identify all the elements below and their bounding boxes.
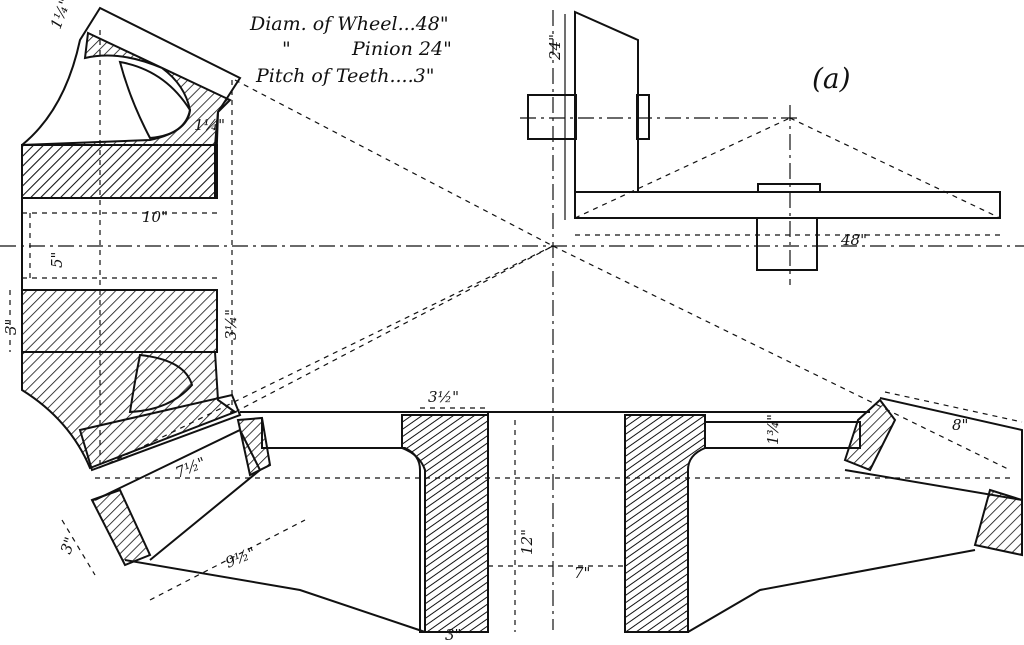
dim-pinion-top: 1¼" — [47, 0, 75, 31]
dim-12: 12" — [518, 529, 536, 555]
spec-line-pitch: Pitch of Teeth....3" — [255, 65, 434, 87]
dim-3-tooth: 3" — [57, 535, 80, 557]
dim-48: 48" — [840, 231, 867, 249]
dim-1-three-quarter: 1¾" — [764, 414, 782, 445]
dim-3-pinion: 3" — [2, 319, 20, 335]
dimension-labels: 1¼" 1¼" 10" 5" 3" 3¼" 3½" 1¾" 8" 12" 7" … — [2, 0, 968, 644]
dim-5: 5" — [48, 252, 66, 268]
dim-24: 24" — [546, 34, 564, 61]
figure-label: (a) — [812, 62, 851, 95]
diagram-a: (a) 48" 24" — [520, 10, 1001, 285]
dim-7: 7" — [574, 564, 590, 582]
spec-ditto: " — [282, 38, 291, 60]
spec-block: Diam. of Wheel...48" " Pinion 24" Pitch … — [249, 13, 452, 87]
dimension-lines — [9, 213, 1023, 633]
dim-3-hub: 3" — [445, 626, 461, 644]
dim-9-half: 9½" — [223, 543, 258, 571]
dim-3-quarter: 3¼" — [222, 309, 240, 340]
wheel-section — [90, 397, 1023, 633]
dim-pinion-arm: 1¼" — [194, 116, 225, 134]
spec-line-pinion: Pinion 24" — [351, 38, 452, 60]
spec-line-wheel: Diam. of Wheel...48" — [249, 13, 449, 35]
dim-10: 10" — [142, 208, 168, 226]
dim-7-half: 7½" — [173, 453, 208, 481]
pinion-section — [21, 6, 242, 472]
dim-3-half: 3½" — [428, 388, 459, 406]
dim-8: 8" — [952, 416, 968, 434]
